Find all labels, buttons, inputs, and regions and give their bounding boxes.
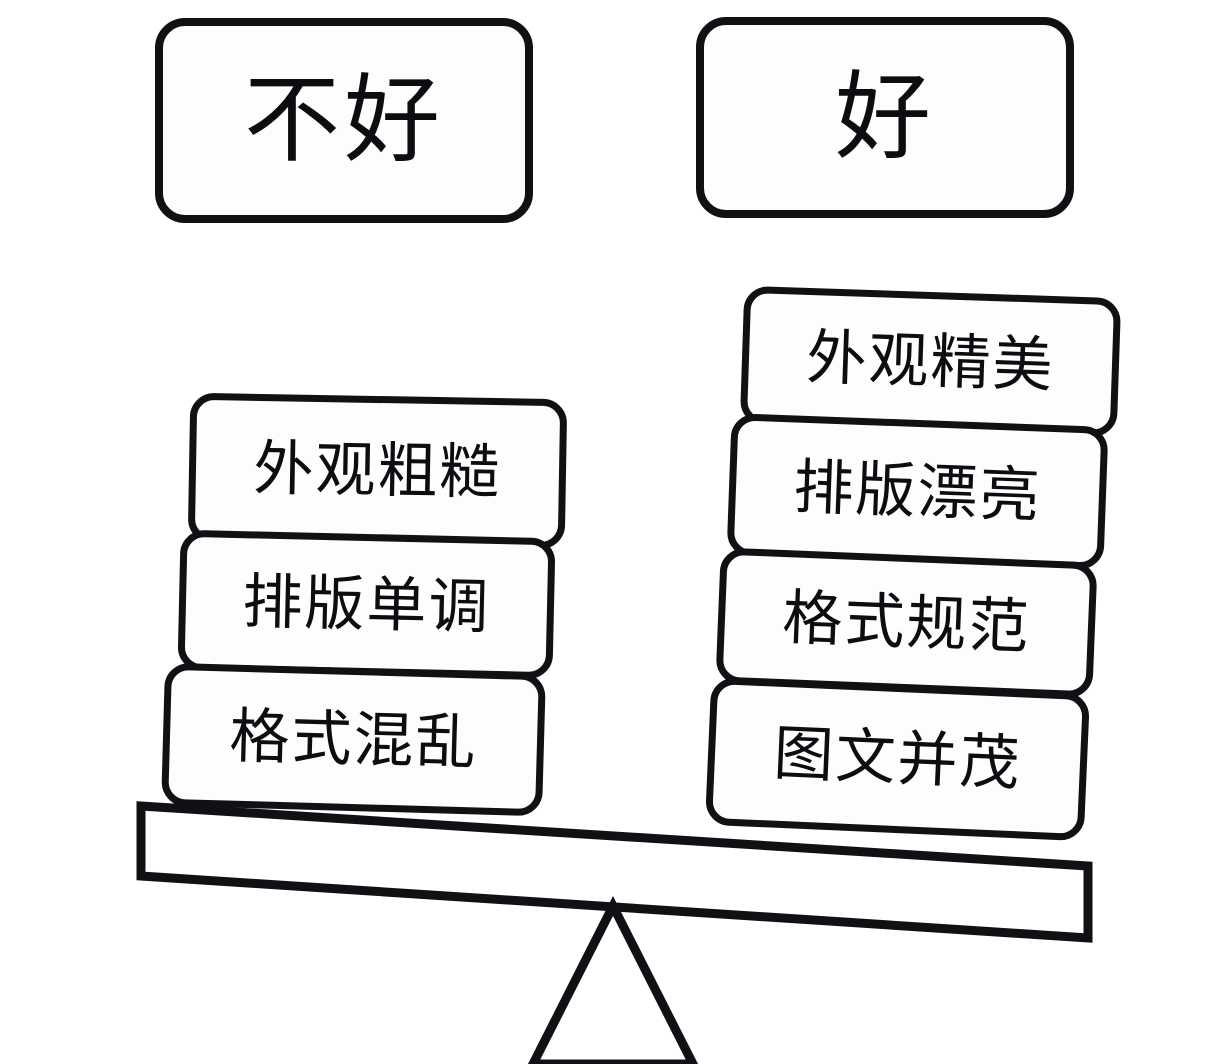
good-item-card-1: 外观精美 bbox=[739, 285, 1122, 438]
header-card-bad: 不好 bbox=[155, 18, 533, 223]
bad-item-card-3: 格式混乱 bbox=[161, 662, 546, 817]
good-item-label-4: 图文并茂 bbox=[772, 719, 1023, 798]
good-item-card-4: 图文并茂 bbox=[704, 676, 1091, 842]
fulcrum-triangle bbox=[527, 896, 699, 1064]
good-item-label-1: 外观精美 bbox=[805, 323, 1056, 399]
bad-item-card-2: 排版单调 bbox=[177, 529, 556, 680]
header-label-good: 好 bbox=[835, 63, 935, 171]
bad-item-label-3: 格式混乱 bbox=[228, 702, 479, 776]
bad-item-card-1: 外观粗糙 bbox=[187, 392, 568, 550]
header-label-bad: 不好 bbox=[244, 66, 444, 174]
good-item-card-2: 排版漂亮 bbox=[726, 413, 1109, 570]
header-card-good: 好 bbox=[696, 17, 1074, 218]
bad-item-label-2: 排版单调 bbox=[241, 567, 492, 641]
bad-item-label-1: 外观粗糙 bbox=[252, 434, 503, 507]
good-item-label-2: 排版漂亮 bbox=[792, 452, 1043, 530]
good-item-label-3: 格式规范 bbox=[781, 584, 1032, 661]
good-item-card-3: 格式规范 bbox=[715, 547, 1098, 699]
